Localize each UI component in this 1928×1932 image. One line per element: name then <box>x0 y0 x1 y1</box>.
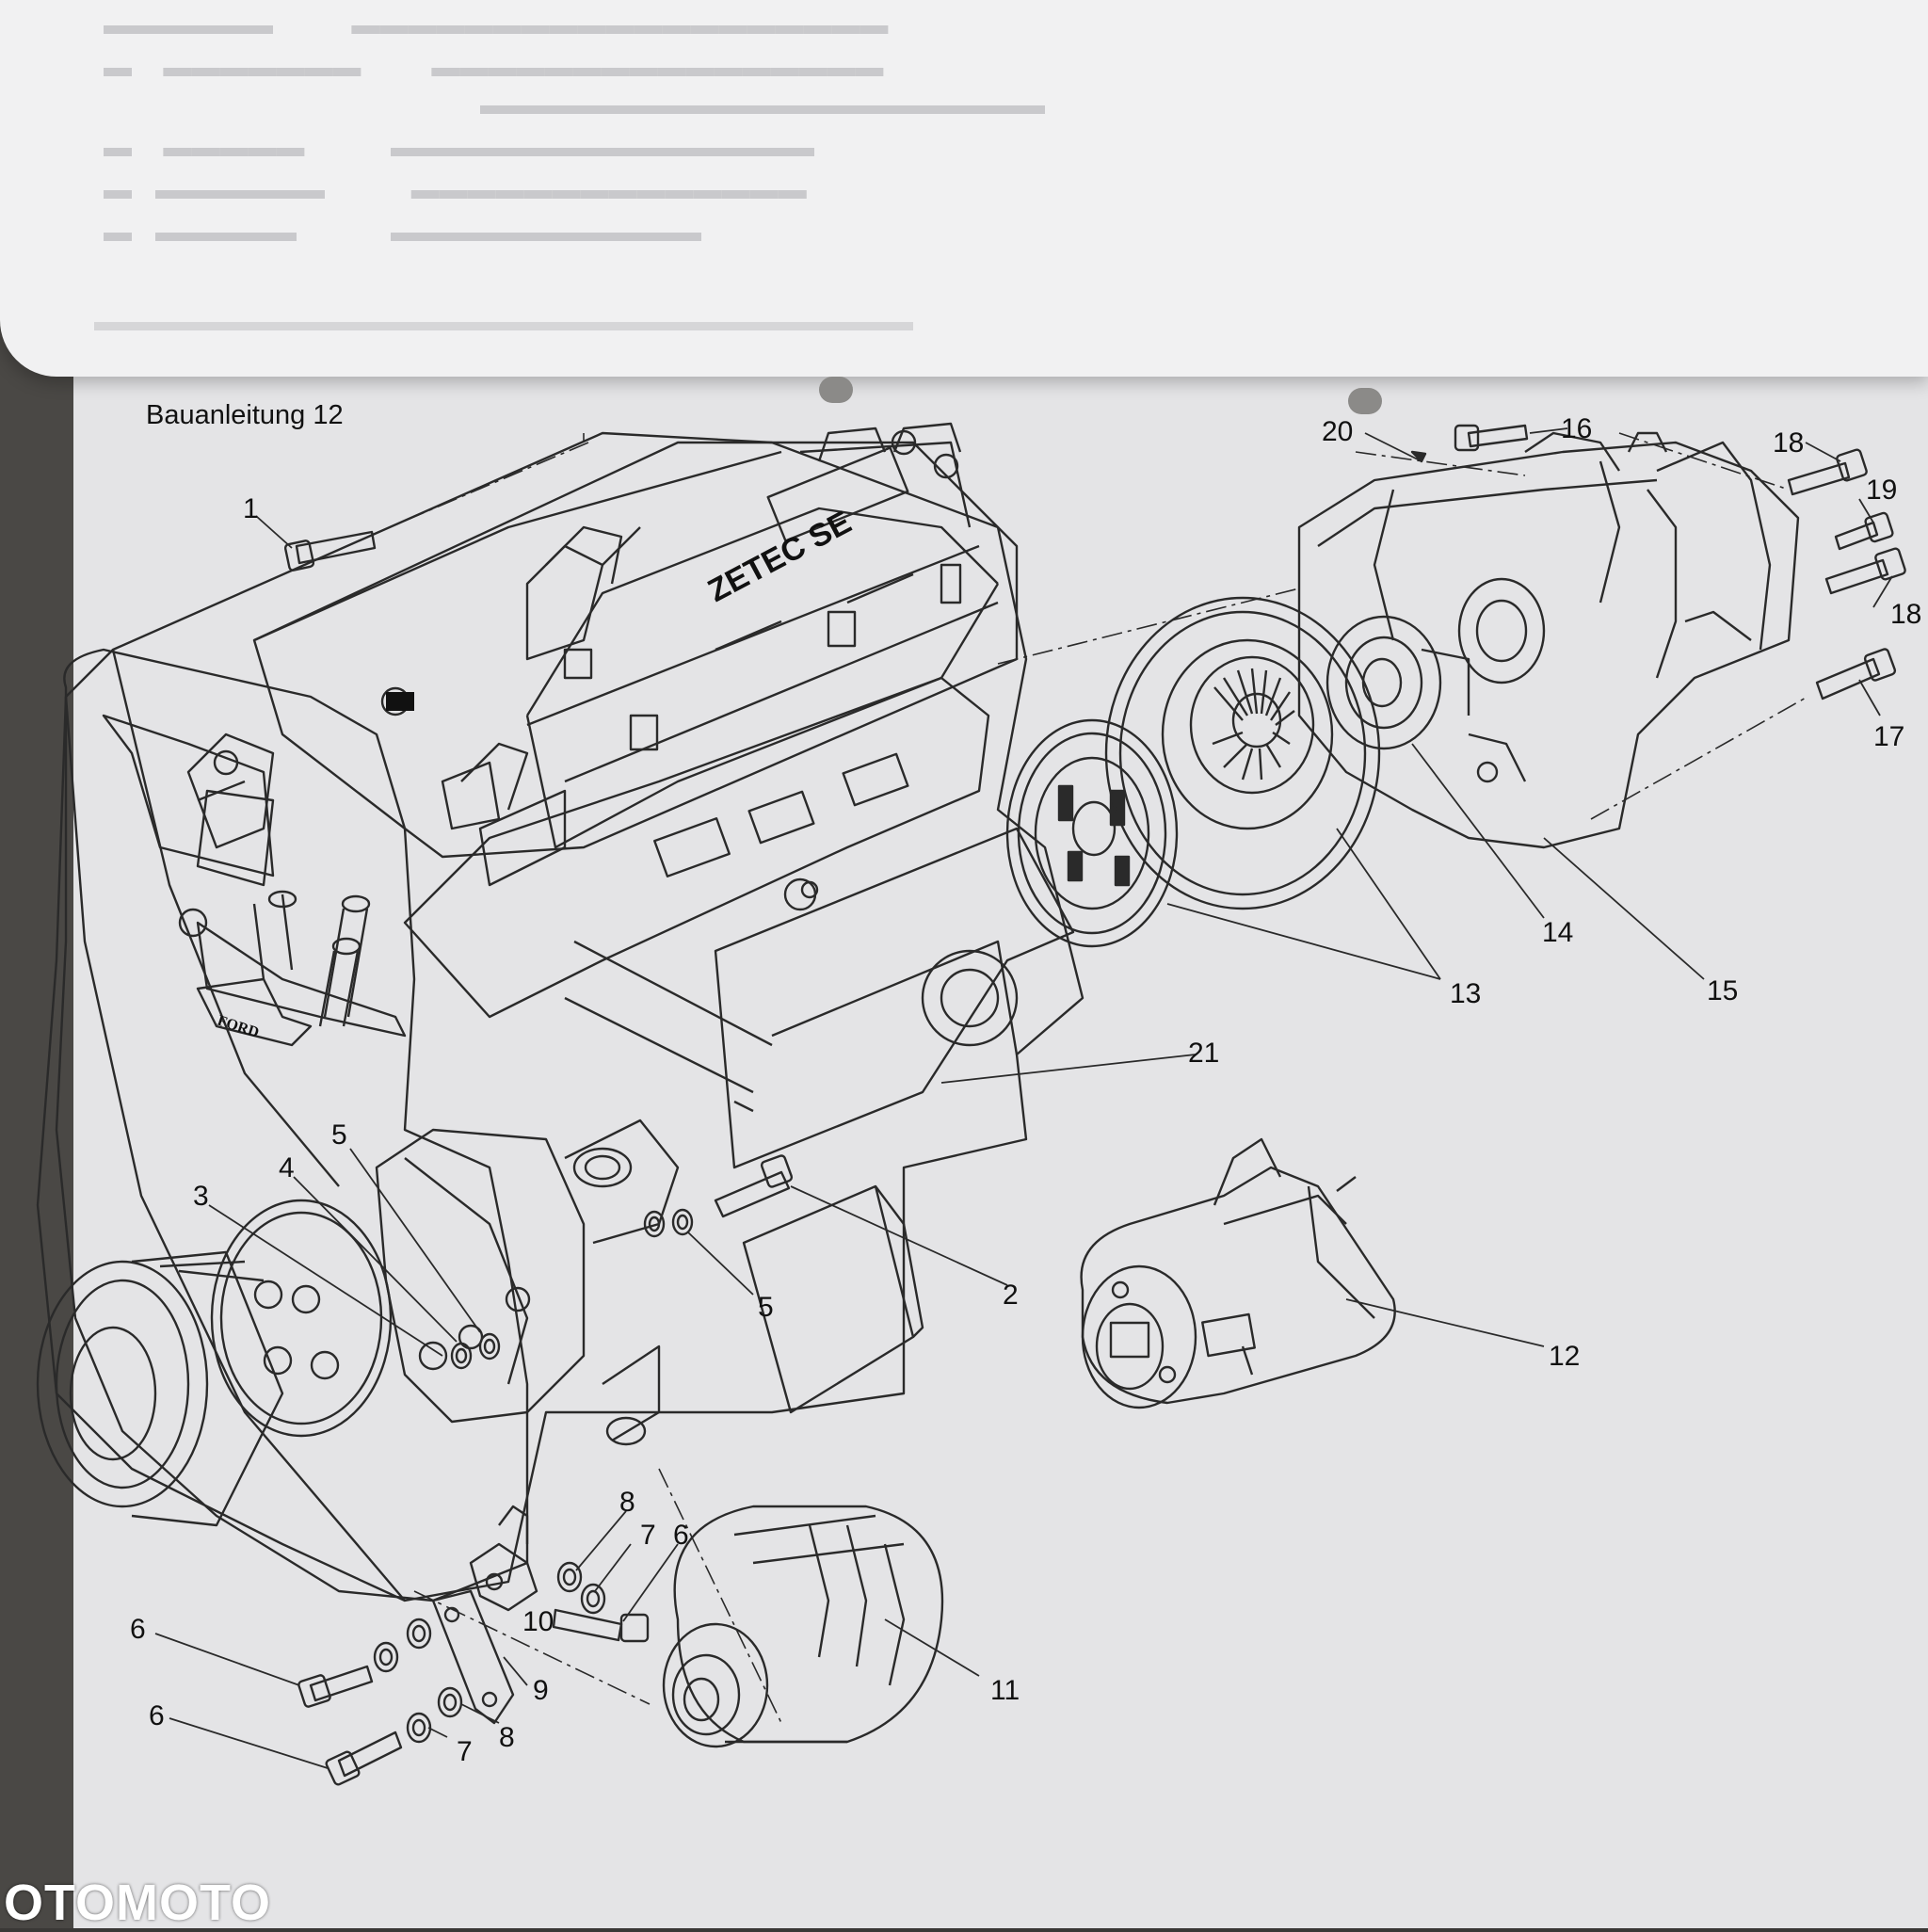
callout-2: 2 <box>1003 1280 1019 1311</box>
starter-motor <box>1080 1137 1396 1409</box>
alternator <box>662 1505 944 1748</box>
water-pump-housing <box>375 1119 680 1446</box>
callout-15: 15 <box>1707 975 1738 1006</box>
callout-7b: 7 <box>457 1736 473 1767</box>
bolts <box>283 424 1906 1786</box>
callout-9: 9 <box>533 1675 549 1706</box>
clutch-disc <box>1005 718 1179 948</box>
callout-18b: 18 <box>1890 599 1921 630</box>
explode-lines <box>371 432 1808 1724</box>
engine-block <box>36 431 1084 1602</box>
callout-5: 5 <box>331 1119 347 1151</box>
callout-10: 10 <box>522 1606 554 1637</box>
callout-labels: 1 2 3 4 5 5 6 6 6 7 7 8 8 9 10 11 12 13 … <box>130 413 1921 1767</box>
callout-14: 14 <box>1542 917 1573 948</box>
bleed-through-text: ▬▬▬▬▬▬▬▬▬▬▬▬▬▬▬▬▬▬▬▬▬▬▬▬▬▬▬▬▬ <box>94 306 913 337</box>
callout-18: 18 <box>1773 427 1804 459</box>
page-title: Bauanleitung 12 <box>146 400 344 430</box>
bleed-through-text: ▬ ▬▬▬▬▬ ▬▬▬▬▬▬▬▬▬▬▬▬▬▬▬ <box>104 132 815 163</box>
callout-16: 16 <box>1561 413 1592 444</box>
callout-8: 8 <box>619 1487 635 1518</box>
callout-13: 13 <box>1450 978 1481 1009</box>
callout-19: 19 <box>1866 475 1897 506</box>
overlapping-top-sheet: ▬▬▬▬▬▬ ▬▬▬▬▬▬▬▬▬▬▬▬▬▬▬▬▬▬▬ ▬ ▬▬▬▬▬▬▬ ▬▬▬… <box>0 0 1928 377</box>
callout-6b: 6 <box>149 1700 165 1731</box>
manual-page <box>73 353 1928 1928</box>
callout-6c: 6 <box>673 1520 689 1551</box>
timing-belt-cover <box>55 648 529 1602</box>
callout-3: 3 <box>193 1181 209 1212</box>
bleed-through-text: ▬ ▬▬▬▬▬ ▬▬▬▬▬▬▬▬▬▬▬ <box>104 217 702 248</box>
ford-bracket <box>196 890 371 1047</box>
bleed-through-text: ▬ ▬▬▬▬▬▬▬ ▬▬▬▬▬▬▬▬▬▬▬▬▬▬▬▬ <box>104 52 884 83</box>
release-bearing <box>1326 615 1470 750</box>
bleed-through-text: ▬▬▬▬▬▬ ▬▬▬▬▬▬▬▬▬▬▬▬▬▬▬▬▬▬▬ <box>104 9 889 40</box>
crank-pulley <box>36 1250 284 1527</box>
callout-8b: 8 <box>499 1722 515 1753</box>
engine-label: ZETEC SE <box>702 504 858 609</box>
callout-6: 6 <box>130 1614 146 1645</box>
alternator-bracket <box>469 1505 538 1612</box>
callout-11: 11 <box>990 1675 1020 1706</box>
valve-cover <box>252 422 1019 859</box>
watermark-logo: OTOMOTO <box>4 1875 272 1931</box>
callout-17: 17 <box>1873 721 1904 752</box>
brand-label: FORD <box>216 1013 261 1041</box>
callout-7: 7 <box>640 1520 656 1551</box>
callout-21: 21 <box>1188 1038 1219 1069</box>
callout-12: 12 <box>1549 1341 1580 1372</box>
bleed-through-text: ▬ ▬▬▬▬▬▬ ▬▬▬▬▬▬▬▬▬▬▬▬▬▬ <box>104 174 807 205</box>
binder-ring-hole <box>819 377 853 403</box>
bleed-through-text: ▬▬▬▬▬▬▬▬▬▬▬▬▬▬▬▬▬▬▬▬ <box>480 89 1045 121</box>
washers <box>373 1208 694 1744</box>
callout-5b: 5 <box>758 1292 774 1323</box>
callout-4: 4 <box>279 1152 295 1183</box>
water-pump-pulley <box>210 1199 393 1438</box>
callout-20: 20 <box>1322 416 1353 447</box>
callout-1: 1 <box>243 493 259 524</box>
leader-lines <box>154 427 1893 1769</box>
gearbox <box>1297 431 1800 849</box>
binder-ring-hole <box>1348 388 1382 414</box>
pressure-plate <box>1104 596 1381 910</box>
